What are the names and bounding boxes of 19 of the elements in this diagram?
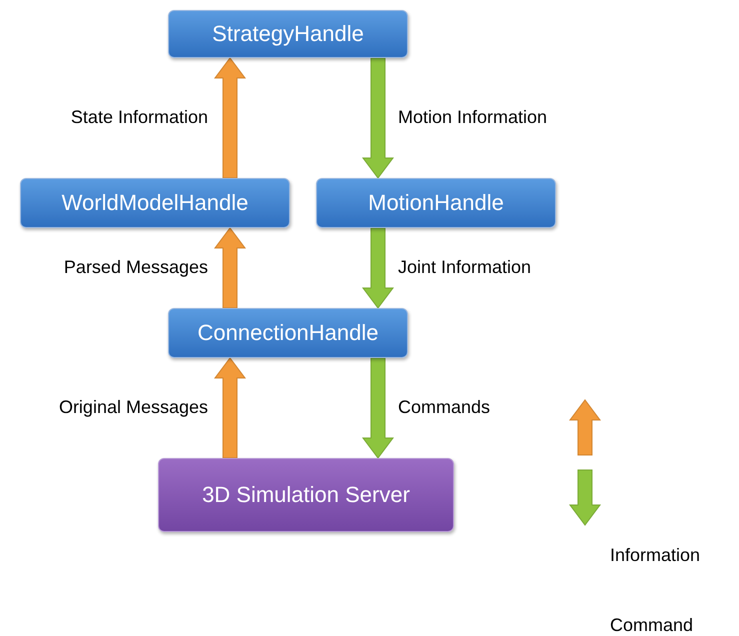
- module-box: [20, 178, 290, 228]
- block-arrow: [214, 227, 246, 308]
- block-arrow: [214, 57, 246, 178]
- block-arrow: [362, 58, 394, 179]
- module-box: [168, 308, 408, 358]
- block-arrow: [362, 228, 394, 309]
- edge-label: Original Messages: [56, 397, 210, 418]
- node-label: StrategyHandle: [212, 21, 364, 47]
- node-label: MotionHandle: [368, 190, 504, 216]
- legend-label: Command: [610, 615, 694, 636]
- module-box: [316, 178, 556, 228]
- server-box: [158, 458, 454, 532]
- block-arrow: [214, 357, 246, 458]
- block-arrow: [362, 358, 394, 459]
- legend-label: Information: [610, 545, 700, 566]
- node-label: WorldModelHandle: [62, 190, 248, 216]
- module-box: [168, 10, 408, 58]
- node-label: ConnectionHandle: [197, 320, 379, 346]
- node-label: 3D Simulation Server: [202, 482, 410, 508]
